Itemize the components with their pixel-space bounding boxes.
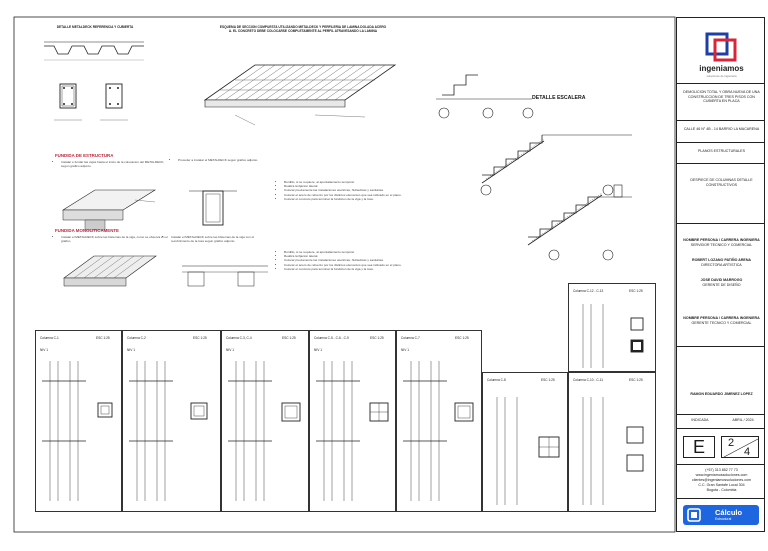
calculo-sublabel: Estructural [715, 517, 732, 521]
metaldeck-profile-drawing [44, 41, 144, 121]
column-panel-c1: Columna C-1 ESC 1:25 NIV 1 [35, 330, 122, 512]
scale-value: INDICADA [691, 418, 709, 422]
calculo-logo-icon [687, 508, 701, 522]
bullet-2: Realiza la fijacion lateral. [284, 184, 404, 188]
panel-niv: NIV 1 [40, 348, 48, 352]
panel-title: Columna C-1 [40, 336, 59, 340]
column-panel-c2: Columna C-2 ESC 1:25 NIV 1 [122, 330, 221, 512]
person-4-role: GERENTE TECNICO Y COMERCIAL [691, 321, 752, 325]
bullet-5: Colocar el concreto para terminar la fun… [284, 197, 404, 201]
sheet-letter: E [683, 436, 715, 458]
slab-section-note: ESQUEMA DE SECCION COMPUESTA UTILIZANDO … [219, 25, 387, 33]
panel-scale: ESC 1:25 [282, 336, 296, 340]
person-1-name: NOMBRE PERSONA / CARRERA INGENIERA [683, 238, 760, 242]
step-b-1: Instalar el METALDECK sobre las bisterna… [61, 235, 171, 243]
step-a-1: Instalar e fundar las vigas hasta el ini… [61, 160, 171, 168]
person-1-role: SERVIDOR TECNICO Y COMERCIAL [690, 243, 753, 247]
contact-web: www.ingeniamossoluciones.com [695, 473, 748, 477]
beam-iso-drawing-a [61, 189, 157, 231]
panel-scale: ESC 1:25 [370, 336, 384, 340]
step-b-2: Instalar el METALDECK sobre las bisterna… [171, 235, 271, 243]
bullet-3: Colocar previamente las instalaciones el… [284, 188, 404, 192]
panel-scale: ESC 1:25 [96, 336, 110, 340]
calculo-estructural-badge: Cálculo Estructural [683, 505, 759, 525]
person-3-role: GERENTE DE DISEÑO [702, 283, 741, 287]
section-fundida-estructura: FUNDIDA DE ESTRUCTURA [55, 153, 114, 158]
contact-city: Bogota - Colombia [706, 488, 737, 492]
panel-niv: NIV 1 [226, 348, 234, 352]
contact-email: clientes@ingeniamossoluciones.com [692, 478, 751, 482]
panel-title: Columna C-7 [401, 336, 420, 340]
panel-title: Columna C-5 - C-6 - C-9 [314, 336, 349, 340]
step-a-2: Proceder a instalar el METALDECK segun g… [178, 158, 268, 162]
column-panel-c12-c13: Columna C-12 - C-13 ESC 1:25 [568, 283, 656, 372]
steps-list-a: Instalar e fundar las vigas hasta el ini… [55, 160, 171, 168]
person-2-role: DIRECTORA ARTISTICA [701, 263, 742, 267]
panel-scale: ESC 1:25 [541, 378, 555, 382]
sheet-content: PLANOS ESTRUCTURALES [698, 149, 745, 153]
stair-detail-drawing [436, 74, 632, 261]
contact-address: C.C. Gran Santafe Local 304 [698, 483, 745, 487]
beam-section-drawing-a [189, 190, 237, 226]
panel-title: Columna C-8 [487, 378, 506, 382]
sheet-description: DESPIECE DE COLUMNAS DETALLE CONSTRUCTIV… [690, 178, 753, 187]
column-panel-c10-c11: Columna C-10 - C-11 ESC 1:25 [568, 372, 656, 512]
bullet-b-5: Colocar el concreto para terminar la fun… [284, 267, 404, 271]
panel-scale: ESC 1:25 [193, 336, 207, 340]
beam-elevation-drawing-b [182, 265, 268, 287]
metaldeck-detail-title: DETALLE METALDECK REFERENCIA Y CUBIERTA [56, 25, 134, 29]
project-name: DEMOLICION TOTAL Y OBRA NUEVA DE UNA CON… [683, 90, 760, 104]
panel-niv: NIV 1 [314, 348, 322, 352]
person-2-name: ROBERT LOZANO PATIÑO ARENA [691, 258, 752, 262]
calculo-label: Cálculo [715, 508, 743, 517]
construction-bullets-b: Bordillo, si se requiere, al apuntalamie… [278, 250, 404, 271]
bullet-1: Bordillo, si se requiere, al apuntalamie… [284, 180, 404, 184]
sheet-number: 2 [728, 437, 735, 449]
beam-iso-drawing-b [63, 255, 157, 287]
brand-tagline: soluciones de ingenieria [706, 74, 737, 78]
company-logo-icon [705, 32, 737, 62]
panel-scale: ESC 1:25 [629, 378, 643, 382]
date-value: ABRIL / 2024 [732, 418, 754, 422]
panel-niv: NIV 1 [401, 348, 409, 352]
bullet-b-3: Colocar previamente las instalaciones el… [284, 258, 404, 262]
panel-title: Columna C-3, C-4 [226, 336, 252, 340]
reviewer-name: RAMON EDUARDO JIMENEZ LOPEZ [690, 392, 753, 396]
bullet-b-1: Bordillo, si se requiere, al apuntalamie… [284, 250, 404, 254]
panel-title: Columna C-10 - C-11 [573, 378, 604, 382]
panel-title: Columna C-2 [127, 336, 146, 340]
person-3-name: JOSE DAVID MARROGO [700, 278, 743, 282]
section-fundida-monoliticamente: FUNDIDA MONOLITICAMENTE [55, 228, 119, 233]
steps-list-b: Instalar el METALDECK sobre las bisterna… [55, 235, 171, 243]
brand-name: ingeniamos [699, 64, 744, 73]
bullet-4: Colocar el acero de refuerzo por los dis… [284, 193, 404, 197]
sheet-number-box: 2 4 [721, 436, 759, 458]
column-panel-c7: Columna C-7 ESC 1:25 NIV 1 [396, 330, 482, 512]
slab-isometric-drawing [203, 64, 397, 126]
title-block: ingeniamos soluciones de ingenieria DEMO… [676, 17, 765, 532]
contact-phone: (+57) 313 852 77 73 [705, 468, 738, 472]
panel-scale: ESC 1:25 [629, 289, 643, 293]
panel-niv: NIV 1 [127, 348, 135, 352]
panel-scale: ESC 1:25 [455, 336, 469, 340]
person-4-name: NOMBRE PERSONA / CARRERA INGENIERA [683, 316, 760, 320]
panel-title: Columna C-12 - C-13 [573, 289, 604, 293]
column-panel-c3-c4: Columna C-3, C-4 ESC 1:25 NIV 1 [221, 330, 309, 512]
bullet-b-4: Colocar el acero de refuerzo por los dis… [284, 263, 404, 267]
construction-bullets: Bordillo, si se requiere, al apuntalamie… [278, 180, 404, 201]
project-address: CALLE 46 N° 4B - 14 BARRIO LA MACARENA [683, 127, 760, 131]
steps-list-a2: Proceder a instalar el METALDECK segun g… [172, 158, 268, 162]
column-panel-c8: Columna C-8 ESC 1:25 [482, 372, 568, 512]
column-panel-c5-c6-c9: Columna C-5 - C-6 - C-9 ESC 1:25 NIV 1 [309, 330, 396, 512]
steps-list-b2: Instalar el METALDECK sobre las bisterna… [165, 235, 271, 243]
sheet-total: 4 [744, 446, 751, 458]
bullet-b-2: Realiza la fijacion lateral. [284, 254, 404, 258]
stair-detail-title: DETALLE ESCALERA [532, 95, 586, 101]
